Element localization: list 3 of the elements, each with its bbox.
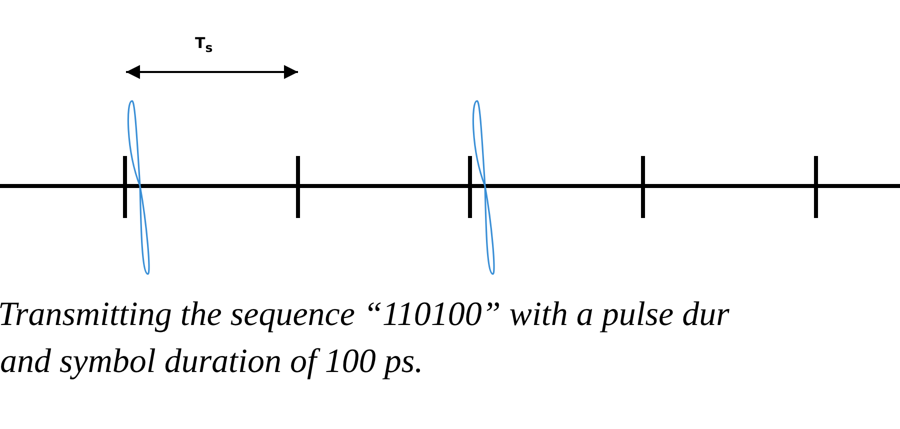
caption-text: Transmitting the sequence “110100” with a pulse dur	[0, 296, 730, 334]
symbol-period-label: T$_{s}$	[195, 34, 213, 55]
caption-text: and symbol duration of 100 ps.	[0, 343, 424, 381]
